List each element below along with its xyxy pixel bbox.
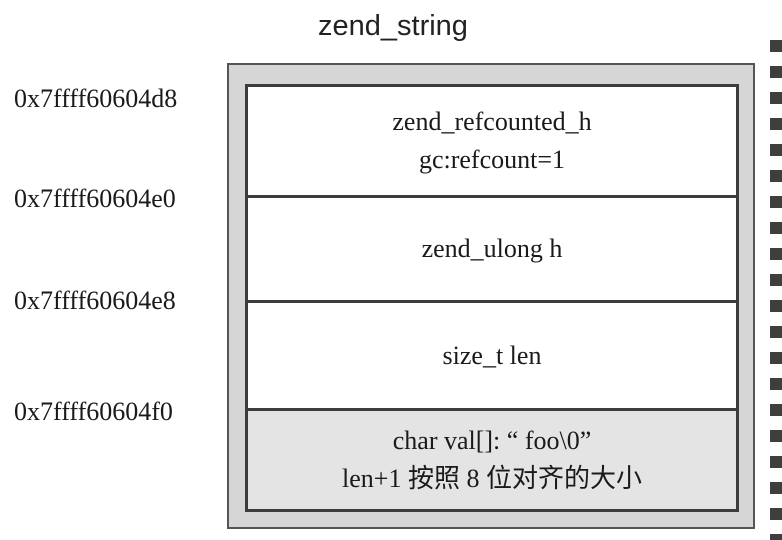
field-len: size_t len — [248, 300, 736, 408]
address-label-2: 0x7ffff60604e0 — [14, 184, 176, 213]
field-hash-label: zend_ulong h — [421, 234, 563, 263]
right-edge-artifact — [770, 40, 782, 540]
diagram-title: zend_string — [318, 10, 468, 42]
field-hash: zend_ulong h — [248, 195, 736, 300]
address-label-3: 0x7ffff60604e8 — [14, 286, 176, 315]
field-refcounted-type: zend_refcounted_h — [392, 107, 592, 136]
field-val-note: len+1 按照 8 位对齐的大小 — [342, 464, 642, 493]
field-val-label: char val[]: “ foo\0” — [392, 426, 592, 455]
field-len-label: size_t len — [442, 340, 542, 370]
field-refcounted-value: gc:refcount=1 — [418, 145, 566, 174]
field-refcounted: zend_refcounted_h gc:refcount=1 — [248, 87, 736, 195]
zend-string-struct: zend_refcounted_h gc:refcount=1 zend_ulo… — [245, 84, 739, 512]
address-label-4: 0x7ffff60604f0 — [14, 397, 173, 426]
address-label-1: 0x7ffff60604d8 — [14, 84, 178, 113]
field-val: char val[]: “ foo\0” len+1 按照 8 位对齐的大小 — [248, 408, 736, 509]
